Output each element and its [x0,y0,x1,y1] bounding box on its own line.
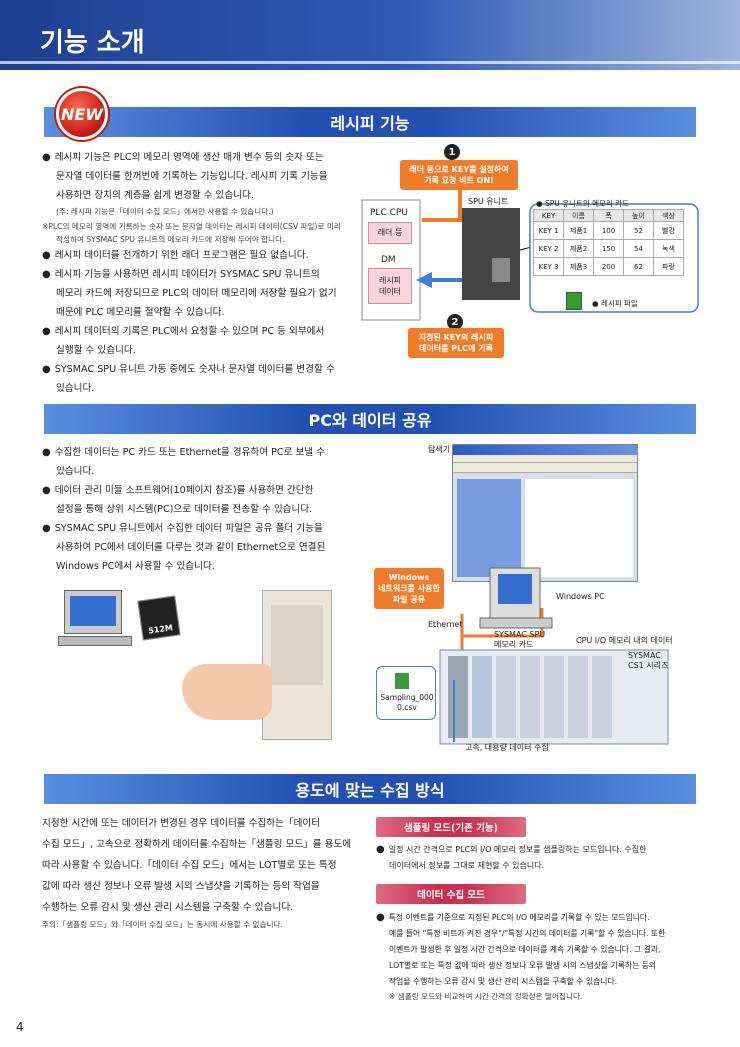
recipe-note-2a: ※PLC의 메모리 영역에 기록하는 숫자 또는 문자열 데이터는 레시피 데이… [42,222,341,231]
section-recipe-bar: 레시피 기능 [44,107,696,137]
excel-file-icon [395,673,409,689]
sampling-mode-bar: 샘플링 모드(기존 기능) [376,817,526,837]
step-2-callout: 지정된 KEY의 레시피 데이터를 PLC에 기록 [408,328,504,358]
recipe-bullet-5: SYSMAC SPU 유니트 가동 중에도 숫자나 문자열 데이터를 변경할 수 [42,360,372,379]
recipe-bullet-2: 레시피 데이터를 전개하기 위한 래더 프로그램은 필요 없습니다. [42,246,372,265]
pc-share-text: 수집한 데이터는 PC 카드 또는 Ethernet을 경유하여 PC로 보낼 … [42,443,382,576]
data-collection-mode-bar: 데이터 수집 모드 [376,884,526,904]
spu-unit-photo [262,590,332,740]
explorer-label: 탐색기 [428,445,451,454]
csv-file-box: Sampling_000 0.csv [376,666,436,720]
step-2-marker: 2 [447,314,463,330]
ethernet-label: Ethernet [428,620,463,629]
ladder-box: 래더 등 [368,222,412,244]
page-title: 기능 소개 [40,28,145,58]
plc-cpu-label: PLC CPU [370,208,408,218]
fast-collect-label: 고속, 대용량 데이터 수집 [465,743,549,752]
pc-keyboard [58,636,132,646]
memory-card-callout: SYSMAC SPU 메모리 카드 [494,630,546,649]
cpu-io-label: CPU I/O 메모리 내의 데이터 [576,636,673,645]
sampling-mode-text: 일정 시간 간격으로 PLC의 I/O 메모리 정보를 샘플링하는 모드입니다.… [376,842,696,874]
recipe-file-label: ● 레시피 파일 [592,299,638,308]
pc-monitor [64,590,122,634]
section-recipe-title: 레시피 기능 [330,114,410,133]
recipe-data-box: 레시피 데이터 [368,268,412,304]
hand-image [182,664,272,720]
recipe-bullet-1: 레시피 기능은 PLC의 메모리 영역에 생산 매개 변수 등의 숫자 또는 [42,148,372,167]
cs1-label: SYSMAC CS1 시리즈 [628,651,669,670]
network-lines [439,567,669,745]
recipe-bullet-3: 레시피 기능을 사용하면 레시피 데이터가 SYSMAC SPU 유니트의 [42,265,372,284]
spu-unit-label: SPU 유니트 [468,197,509,206]
step-1-callout: 래더 등으로 KEY를 설정하여 기록 요청 비트 ON! [400,160,518,190]
data-collection-mode-note: ※ 샘플링 모드와 비교하여 시간 간격의 정확성은 떨어집니다. [389,992,583,1001]
data-collection-mode-text: 특정 이벤트를 기준으로 지정된 PLC의 I/O 메모리를 기록할 수 있는 … [376,910,698,1004]
section-collection-title: 용도에 맞는 수집 방식 [295,781,445,800]
section-pc-share-title: PC와 데이터 공유 [308,411,432,430]
windows-share-callout: Windows 네트워크를 사용한 파일 공유 [374,568,444,609]
recipe-bullet-4: 레시피 데이터의 기록은 PLC에서 요청할 수 있으며 PC 등 외부에서 [42,322,372,341]
header-rule [0,61,740,64]
spu-unit-image [462,208,520,300]
excel-file-icon [566,292,582,310]
new-badge: NEW [56,88,108,140]
explorer-window [452,444,638,582]
recipe-note-1: (주: 레시피 기능은「데이터 수집 모드」에서만 사용할 수 있습니다.) [56,207,274,216]
windows-pc-label: Windows PC [556,592,605,601]
memory-card-label: ● SPU 유니트의 메모리 카드 [536,199,629,208]
step-1-marker: 1 [444,144,460,160]
pc-card: 512M [137,595,181,641]
collection-intro-note: 주의:「샘플링 모드」와「데이터 수집 모드」는 동시에 사용할 수 없습니다. [42,920,283,929]
section-collection-bar: 용도에 맞는 수집 방식 [44,774,696,804]
page-header: 기능 소개 [0,0,740,70]
collection-intro: 지정한 시간에 또는 데이터가 변경된 경우 데이터를 수집하는「데이터 수집 … [42,813,372,932]
arrow-head-left [416,272,432,288]
recipe-text: 레시피 기능은 PLC의 메모리 영역에 생산 매개 변수 등의 숫자 또는 문… [42,148,372,398]
page-number: 4 [16,1020,24,1034]
dm-label: DM [381,255,396,265]
recipe-note-2b: 작성하여 SYSMAC SPU 유니트의 메모리 카드에 저장해 두어야 합니다… [56,235,285,244]
section-pc-share-bar: PC와 데이터 공유 [44,404,696,434]
